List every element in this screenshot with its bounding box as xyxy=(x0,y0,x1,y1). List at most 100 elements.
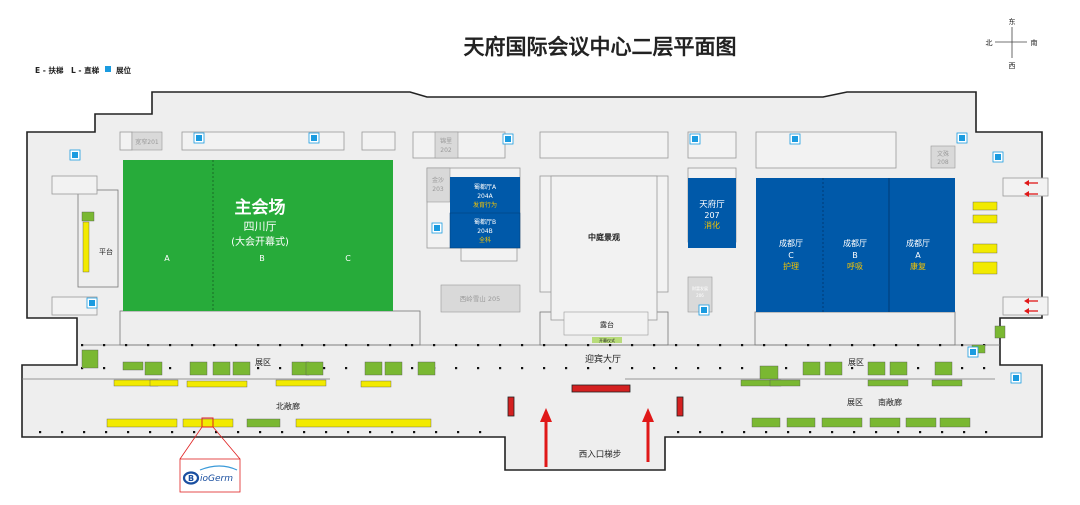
pillar xyxy=(433,344,436,347)
booth xyxy=(81,349,99,369)
pillar xyxy=(631,367,634,370)
pillar xyxy=(301,344,304,347)
pillar xyxy=(213,344,216,347)
booth-swatch-icon xyxy=(105,66,111,72)
pillar xyxy=(543,344,546,347)
pillar xyxy=(941,431,944,434)
room-206-number: 206 xyxy=(696,293,704,298)
south-gallery-label: 南敞廊 xyxy=(878,397,902,407)
main-hall-name: 四川厅 xyxy=(244,220,277,233)
restroom-icon-glyph xyxy=(505,136,511,142)
booth xyxy=(246,418,281,428)
room-202[interactable]: 锦里 202 xyxy=(434,131,459,159)
booth xyxy=(122,361,144,371)
booth xyxy=(972,201,998,211)
expo-area-label-north: 展区 xyxy=(255,358,271,367)
restroom-icon-glyph xyxy=(72,152,78,158)
booth xyxy=(81,211,95,222)
pillar xyxy=(411,367,414,370)
pillar xyxy=(609,344,612,347)
pillar xyxy=(831,431,834,434)
hall-chengdu-c-letter: C xyxy=(788,251,794,260)
restroom-icon xyxy=(431,222,443,234)
pillar xyxy=(809,431,812,434)
pillar xyxy=(103,344,106,347)
pillar xyxy=(193,431,196,434)
restroom-icon xyxy=(967,346,979,358)
room-201[interactable]: 宽窄201 xyxy=(131,131,163,151)
restroom-icon-glyph xyxy=(970,349,976,355)
atrium-label: 中庭景观 xyxy=(588,232,620,242)
terrace-label: 露台 xyxy=(600,320,614,329)
pillar xyxy=(391,431,394,434)
room-205[interactable]: 西岭雪山 205 xyxy=(440,284,521,313)
restroom-icon xyxy=(689,133,701,145)
room-202-number: 202 xyxy=(440,147,452,154)
hall-204b[interactable]: 蜀都厅B 204B 全科 xyxy=(449,212,521,249)
booth xyxy=(869,417,901,428)
pillar xyxy=(347,431,350,434)
booth xyxy=(931,379,963,387)
legend-elevator: L - 直梯 xyxy=(71,65,100,75)
pillar xyxy=(521,367,524,370)
hall-chengdu-b[interactable]: 成都厅 B 呼吸 xyxy=(843,238,867,271)
platform-label: 平台 xyxy=(99,247,113,256)
pillar xyxy=(961,344,964,347)
ceremony-label: 开幕仪式 xyxy=(599,337,615,343)
hall-chengdu[interactable]: 成都厅 C 护理 成都厅 B 呼吸 成都厅 A 康复 xyxy=(756,178,955,312)
hall-204a[interactable]: 蜀都厅A 204A 发育行为 xyxy=(450,177,520,213)
restroom-icon xyxy=(992,151,1004,163)
room-201-label: 宽窄201 xyxy=(135,138,159,146)
pillar xyxy=(125,344,128,347)
pillar xyxy=(171,431,174,434)
pillar xyxy=(765,431,768,434)
pillar xyxy=(303,431,306,434)
pillar xyxy=(411,344,414,347)
booth xyxy=(417,361,436,376)
hall-204a-name: 蜀都厅A xyxy=(474,183,497,191)
terrace xyxy=(563,311,649,336)
legend-booth: 展位 xyxy=(115,65,131,75)
room-208[interactable]: 文殊 208 xyxy=(930,145,956,169)
pillar xyxy=(543,367,546,370)
hall-chengdu-a[interactable]: 成都厅 A 康复 xyxy=(906,238,930,271)
expo-area-label-south: 展区 xyxy=(848,358,864,367)
restroom-icon xyxy=(789,133,801,145)
booth xyxy=(867,361,886,376)
room-206-name: 财富发展 xyxy=(692,285,708,291)
hall-chengdu-b-topic: 呼吸 xyxy=(847,261,863,271)
booth xyxy=(182,418,234,428)
restroom-icon xyxy=(69,149,81,161)
main-hall-section-a: A xyxy=(164,254,170,263)
pillar xyxy=(565,367,568,370)
restroom-icon-glyph xyxy=(959,135,965,141)
logo-letter: B xyxy=(188,474,194,483)
booth xyxy=(759,365,779,380)
restroom-icon xyxy=(193,132,205,144)
room-203[interactable]: 金沙 203 xyxy=(426,167,451,203)
room-205-label: 西岭雪山 205 xyxy=(460,294,500,303)
pillar xyxy=(455,344,458,347)
pillar xyxy=(279,367,282,370)
pillar xyxy=(279,344,282,347)
pillar xyxy=(105,431,108,434)
north-gallery-label: 北敞廊 xyxy=(276,401,300,411)
booth xyxy=(972,243,998,254)
restroom-icon xyxy=(1010,372,1022,384)
pillar xyxy=(917,367,920,370)
pillar xyxy=(785,367,788,370)
biogerm-booth-callout[interactable]: B ioGerm xyxy=(179,417,241,493)
pillar xyxy=(477,344,480,347)
pillar xyxy=(323,344,326,347)
booth xyxy=(751,417,781,428)
pillar xyxy=(785,344,788,347)
compass-north: 北 xyxy=(986,39,993,47)
hall-204b-number: 204B xyxy=(477,228,493,235)
hall-207[interactable]: 天府厅 207 消化 xyxy=(688,178,736,248)
hall-chengdu-c[interactable]: 成都厅 C 护理 xyxy=(779,238,803,271)
compass-icon: 东 西 北 南 xyxy=(986,17,1038,70)
main-hall-sichuan[interactable]: 主会场 四川厅 (大会开幕式) A B C xyxy=(123,160,393,311)
booth xyxy=(144,361,163,376)
restroom-icon xyxy=(698,304,710,316)
pillar xyxy=(389,344,392,347)
